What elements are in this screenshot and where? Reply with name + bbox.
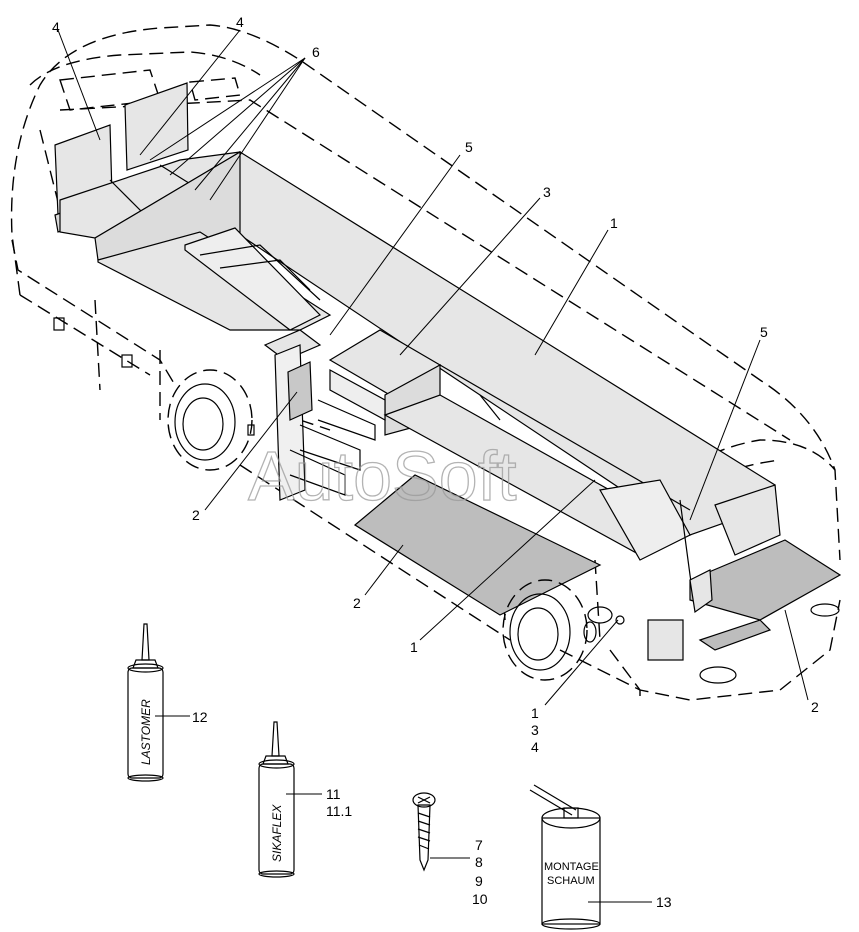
watermark: AutoSoft (248, 437, 517, 515)
montage-schaum-can: MONTAGE SCHAUM (529, 784, 601, 930)
front-wheel (167, 369, 253, 471)
roof-ceiling-panel (97, 150, 776, 536)
callout-4a: 4 (52, 19, 60, 35)
callout-9: 9 (475, 873, 483, 889)
callout-1a: 1 (610, 215, 618, 231)
callout-6: 6 (312, 44, 320, 60)
callout-2a: 2 (192, 507, 200, 523)
side-hatches (53, 317, 613, 643)
callout-1-3-4-a: 1 (531, 705, 539, 721)
leader-lines (57, 29, 809, 903)
can-label-line1: MONTAGE (544, 861, 599, 873)
callout-numbers: 4 4 6 5 3 1 5 2 2 1 2 1 3 4 12 11 11.1 7… (52, 14, 819, 910)
rear-equipment (599, 479, 840, 684)
callout-5b: 5 (760, 324, 768, 340)
callout-3: 3 (543, 184, 551, 200)
callout-5a: 5 (465, 139, 473, 155)
can-label-line2: SCHAUM (547, 875, 595, 887)
callout-4b: 4 (236, 14, 244, 30)
lastomer-cartridge: LASTOMER (127, 623, 164, 782)
callout-7: 7 (475, 837, 483, 853)
callout-11: 11 (326, 786, 341, 802)
front-roof-panels (54, 82, 243, 261)
callout-2c: 2 (811, 699, 819, 715)
callout-12: 12 (192, 709, 208, 725)
callout-2b: 2 (353, 595, 361, 611)
callout-1-3-4-c: 4 (531, 739, 539, 755)
screw (412, 792, 436, 872)
callout-8: 8 (475, 854, 483, 870)
callout-1-3-4-b: 3 (531, 722, 539, 738)
sikaflex-cartridge: SIKAFLEX (258, 721, 295, 878)
rear-wheel (502, 579, 588, 681)
callout-11-1: 11.1 (326, 803, 352, 819)
sikaflex-label: SIKAFLEX (270, 804, 284, 862)
lastomer-label: LASTOMER (139, 699, 153, 765)
callout-10: 10 (472, 891, 488, 907)
callout-13: 13 (656, 894, 672, 910)
callout-1b: 1 (410, 639, 418, 655)
